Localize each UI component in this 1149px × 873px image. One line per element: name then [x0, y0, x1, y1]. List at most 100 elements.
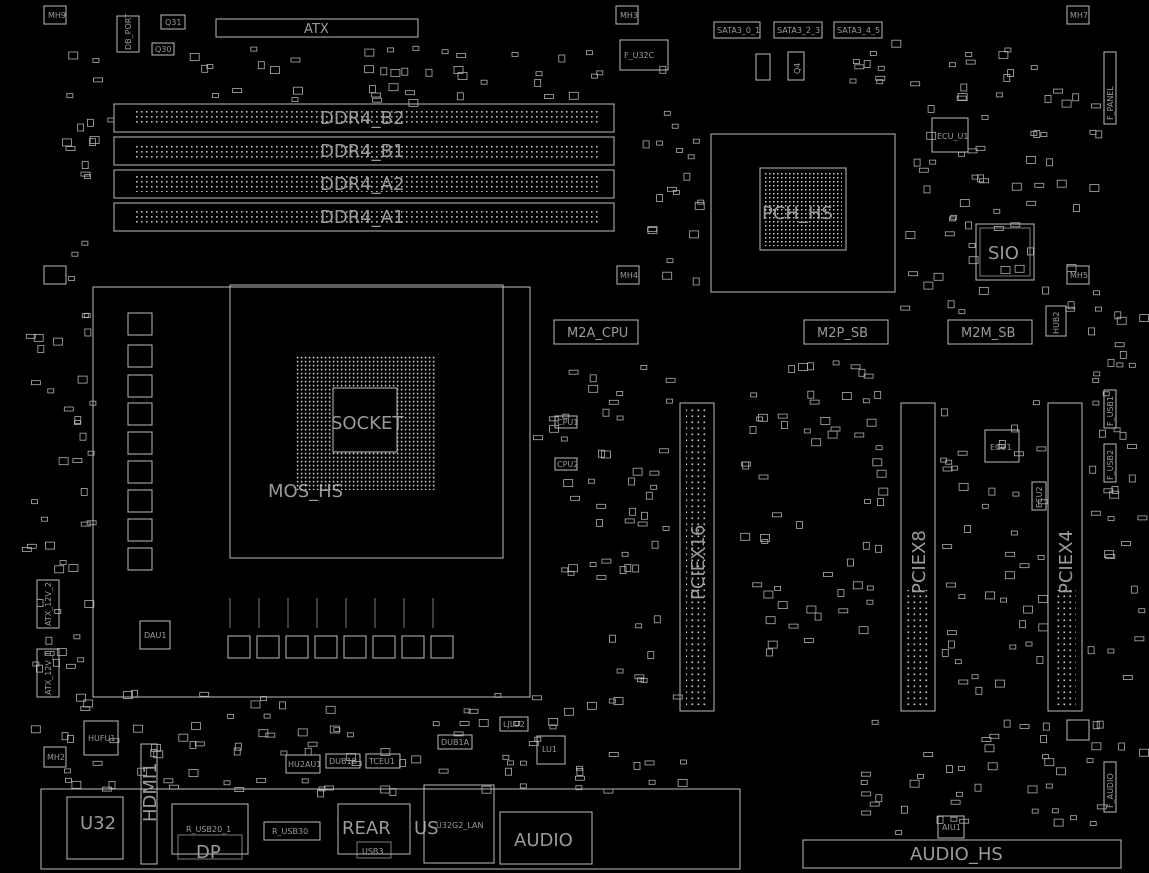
passive-component: [333, 727, 341, 733]
passive-component: [1026, 200, 1037, 206]
svg-text:DUB1B: DUB1B: [329, 757, 357, 766]
passive-component: [87, 450, 95, 456]
passive-component: [596, 519, 603, 527]
passive-component: [1019, 724, 1030, 729]
passive-component: [74, 420, 81, 426]
passive-component: [971, 674, 979, 680]
passive-component: [1116, 316, 1127, 325]
passive-component: [513, 721, 521, 726]
svg-text:SATA3_2_3: SATA3_2_3: [777, 26, 820, 35]
svg-text:MH7: MH7: [1070, 11, 1088, 20]
passive-component: [689, 230, 699, 239]
passive-component: [598, 449, 605, 458]
passive-component: [1010, 530, 1018, 536]
passive-component: [956, 95, 967, 101]
passive-component: [923, 281, 934, 290]
passive-component: [870, 51, 877, 56]
passive-component: [199, 691, 210, 697]
passive-component: [830, 426, 841, 432]
svg-text:SIO: SIO: [988, 243, 1019, 264]
passive-component: [1105, 554, 1116, 559]
passive-component: [263, 713, 271, 719]
svg-text:DUB1A: DUB1A: [441, 738, 470, 747]
passive-component: [533, 435, 543, 441]
passive-component: [163, 778, 174, 784]
passive-component: [945, 459, 953, 465]
passive-component: [54, 565, 65, 574]
svg-text:LU1: LU1: [542, 745, 557, 754]
passive-component: [971, 174, 979, 180]
svg-text:DB_PORT: DB_PORT: [124, 13, 133, 50]
svg-text:ECU_U1: ECU_U1: [937, 132, 968, 141]
passive-component: [950, 799, 961, 805]
passive-component: [956, 791, 963, 797]
passive-component: [858, 368, 866, 377]
passive-component: [860, 780, 868, 785]
passive-component: [25, 333, 36, 339]
cpu-socket: SOCKET: [295, 356, 435, 490]
passive-component: [997, 444, 1005, 449]
passive-component: [61, 732, 69, 741]
passive-component: [624, 564, 632, 572]
passive-component: [862, 541, 870, 550]
passive-component: [988, 487, 996, 496]
passive-component: [456, 53, 467, 58]
rear-usb-port: REAR US USB3: [337, 803, 439, 859]
passive-component: [86, 520, 97, 526]
passive-component: [1011, 424, 1018, 433]
passive-component: [1010, 222, 1021, 228]
passive-component: [234, 742, 242, 751]
passive-component: [1122, 675, 1133, 680]
mount-hole-mh4: MH4: [616, 265, 640, 285]
cpu2-fan-header: CPU2: [554, 457, 578, 471]
cpu1-fan-header: CPU1: [554, 415, 578, 429]
passive-component: [73, 634, 81, 640]
passive-component: [30, 725, 41, 734]
passive-component: [958, 679, 969, 685]
passive-component: [850, 364, 861, 370]
passive-component: [1034, 182, 1045, 188]
passive-component: [656, 140, 663, 146]
passive-component: [603, 788, 614, 794]
passive-component: [863, 60, 871, 68]
passive-component: [81, 240, 89, 246]
svg-text:SOCKET: SOCKET: [331, 413, 404, 434]
passive-component: [561, 567, 569, 573]
passive-component: [959, 199, 970, 207]
passive-component: [317, 789, 325, 798]
q4-component: Q4: [787, 51, 805, 81]
dimm-slot-ddr4-b1: DDR4_B1: [113, 136, 615, 166]
passive-component: [53, 337, 63, 346]
passive-component: [616, 390, 624, 396]
passive-component: [411, 755, 422, 764]
passive-component: [910, 81, 921, 87]
svg-text:M2M_SB: M2M_SB: [961, 326, 1015, 341]
passive-component: [659, 65, 667, 74]
passive-component: [30, 380, 41, 386]
passive-component: [758, 474, 769, 480]
passive-component: [629, 507, 636, 516]
passive-component: [291, 97, 299, 102]
passive-component: [576, 768, 584, 776]
m2m-sb-slot: M2M_SB: [947, 319, 1033, 345]
passive-component: [995, 679, 1005, 688]
passive-component: [549, 724, 557, 730]
passive-component: [1042, 722, 1050, 731]
pcie-x8-slot: PCIEX8: [900, 402, 936, 712]
passive-component: [804, 638, 814, 643]
passive-component: [71, 251, 79, 257]
passive-component: [974, 783, 982, 792]
passive-component: [1005, 551, 1015, 557]
passive-component: [1066, 264, 1077, 272]
passive-component: [996, 92, 1003, 98]
passive-component: [1099, 429, 1106, 438]
passive-component: [628, 477, 635, 486]
svg-text:CPU2: CPU2: [557, 460, 578, 469]
svg-text:DDR4_B1: DDR4_B1: [320, 141, 404, 162]
passive-component: [250, 700, 261, 709]
passive-component: [984, 744, 995, 753]
passive-component: [949, 216, 956, 222]
svg-text:R_USB30: R_USB30: [272, 827, 308, 836]
f-u32c-header: F_U32C: [619, 39, 669, 71]
